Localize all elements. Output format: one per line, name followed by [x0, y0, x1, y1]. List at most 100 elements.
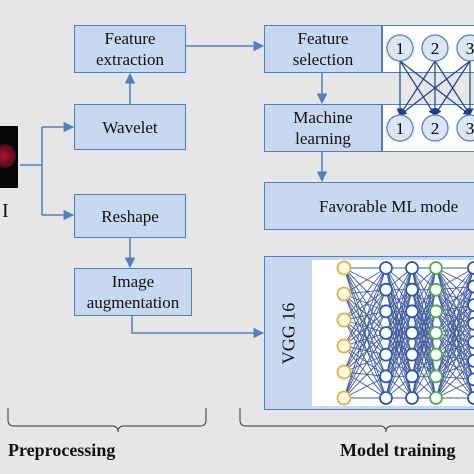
nn-edge [343, 354, 387, 399]
nn-edge [435, 342, 474, 399]
nn-edge [385, 267, 413, 334]
nn-edge [343, 354, 387, 373]
nn-edge [435, 267, 474, 355]
nn-edge [343, 332, 387, 373]
nn-edge [343, 375, 387, 399]
nn-node [405, 391, 419, 405]
model-training-brace [239, 408, 474, 433]
image-augmentation-box: Image augmentation [74, 268, 192, 316]
arrow-augmentation-to-vgg [131, 316, 265, 339]
preprocessing-label: Preprocessing [8, 440, 116, 460]
nn-edge [435, 304, 474, 334]
nn-node [405, 369, 419, 384]
nn-edge [343, 311, 387, 399]
nn-node [379, 391, 393, 405]
nn-edge [343, 289, 387, 347]
svg-text:2: 2 [431, 119, 440, 138]
nn-node [429, 326, 443, 340]
nn-edge [435, 310, 474, 343]
nn-node [379, 304, 393, 319]
feature-extraction-box: Feature extraction [74, 25, 186, 73]
nn-edge [343, 267, 387, 399]
nn-node [467, 279, 474, 294]
nn-node [429, 391, 443, 405]
nn-edge [343, 310, 387, 347]
feature-node-3: 3 [456, 34, 474, 62]
svg-text:3: 3 [466, 39, 474, 58]
nn-node [379, 261, 393, 275]
nn-node [429, 282, 443, 297]
nn-edge [435, 286, 474, 334]
nn-edge [435, 311, 474, 362]
nn-node [336, 312, 352, 328]
nn-edge [343, 319, 387, 377]
nn-edge [435, 341, 474, 377]
nn-node [467, 316, 474, 331]
model-training-label: Model training [340, 440, 456, 460]
nn-edge [343, 289, 387, 321]
nn-edge [343, 267, 387, 377]
nn-edge [435, 267, 474, 334]
nn-edge [343, 311, 387, 373]
nn-edge [435, 360, 474, 399]
nn-node [336, 390, 352, 406]
svg-text:2: 2 [431, 39, 440, 58]
nn-edge [435, 323, 474, 399]
nn-edge [435, 304, 474, 377]
nn-edge [435, 323, 474, 356]
nn-edge [411, 354, 437, 399]
reshape-box: Reshape [74, 194, 186, 238]
nn-node [336, 338, 352, 354]
nn-node [467, 353, 474, 368]
nn-node [336, 286, 352, 302]
nn-node [379, 369, 393, 384]
svg-text:3: 3 [466, 119, 474, 138]
nn-edge [343, 345, 387, 377]
mri-thumbnail [0, 126, 18, 188]
nn-node [405, 282, 419, 297]
nn-edge [385, 354, 413, 399]
nn-node [467, 391, 474, 405]
nn-node [405, 347, 419, 362]
nn-edge [435, 267, 474, 362]
nn-edge [435, 304, 474, 355]
nn-edge [343, 289, 387, 399]
nn-node [429, 261, 443, 275]
nn-edge [435, 267, 474, 291]
nn-edge [435, 323, 474, 377]
nn-edge [435, 267, 474, 306]
nn-edge [343, 267, 387, 295]
nn-node [405, 304, 419, 319]
nn-node [379, 326, 393, 340]
nn-node [467, 372, 474, 387]
nn-edge [343, 267, 387, 321]
nn-edge [435, 267, 474, 324]
favorable-ml-model-box: Favorable ML mode [264, 182, 474, 230]
nn-edge [343, 319, 387, 356]
nn-node [405, 261, 419, 275]
nn-edge [343, 267, 387, 373]
input-label: I [2, 200, 9, 222]
mri-brain-blob [0, 144, 16, 168]
nn-node [405, 326, 419, 340]
nn-edge [435, 289, 474, 343]
nn-edge [411, 332, 437, 399]
nn-edge [411, 267, 437, 312]
nn-edge [435, 332, 474, 362]
nn-node [379, 347, 393, 362]
nn-node [467, 298, 474, 313]
nn-edge [435, 267, 474, 343]
nn-node [467, 261, 474, 275]
wavelet-box: Wavelet [74, 104, 186, 150]
preprocessing-brace [7, 408, 207, 433]
nn-edge [435, 289, 474, 362]
ml-node-3: 3 [456, 114, 474, 142]
nn-node [336, 364, 352, 380]
nn-edge [435, 289, 474, 325]
nn-edge [411, 267, 437, 355]
nn-edge [343, 332, 387, 399]
nn-edge [385, 332, 413, 399]
nn-node [429, 304, 443, 319]
ml-node-2: 2 [421, 114, 449, 142]
